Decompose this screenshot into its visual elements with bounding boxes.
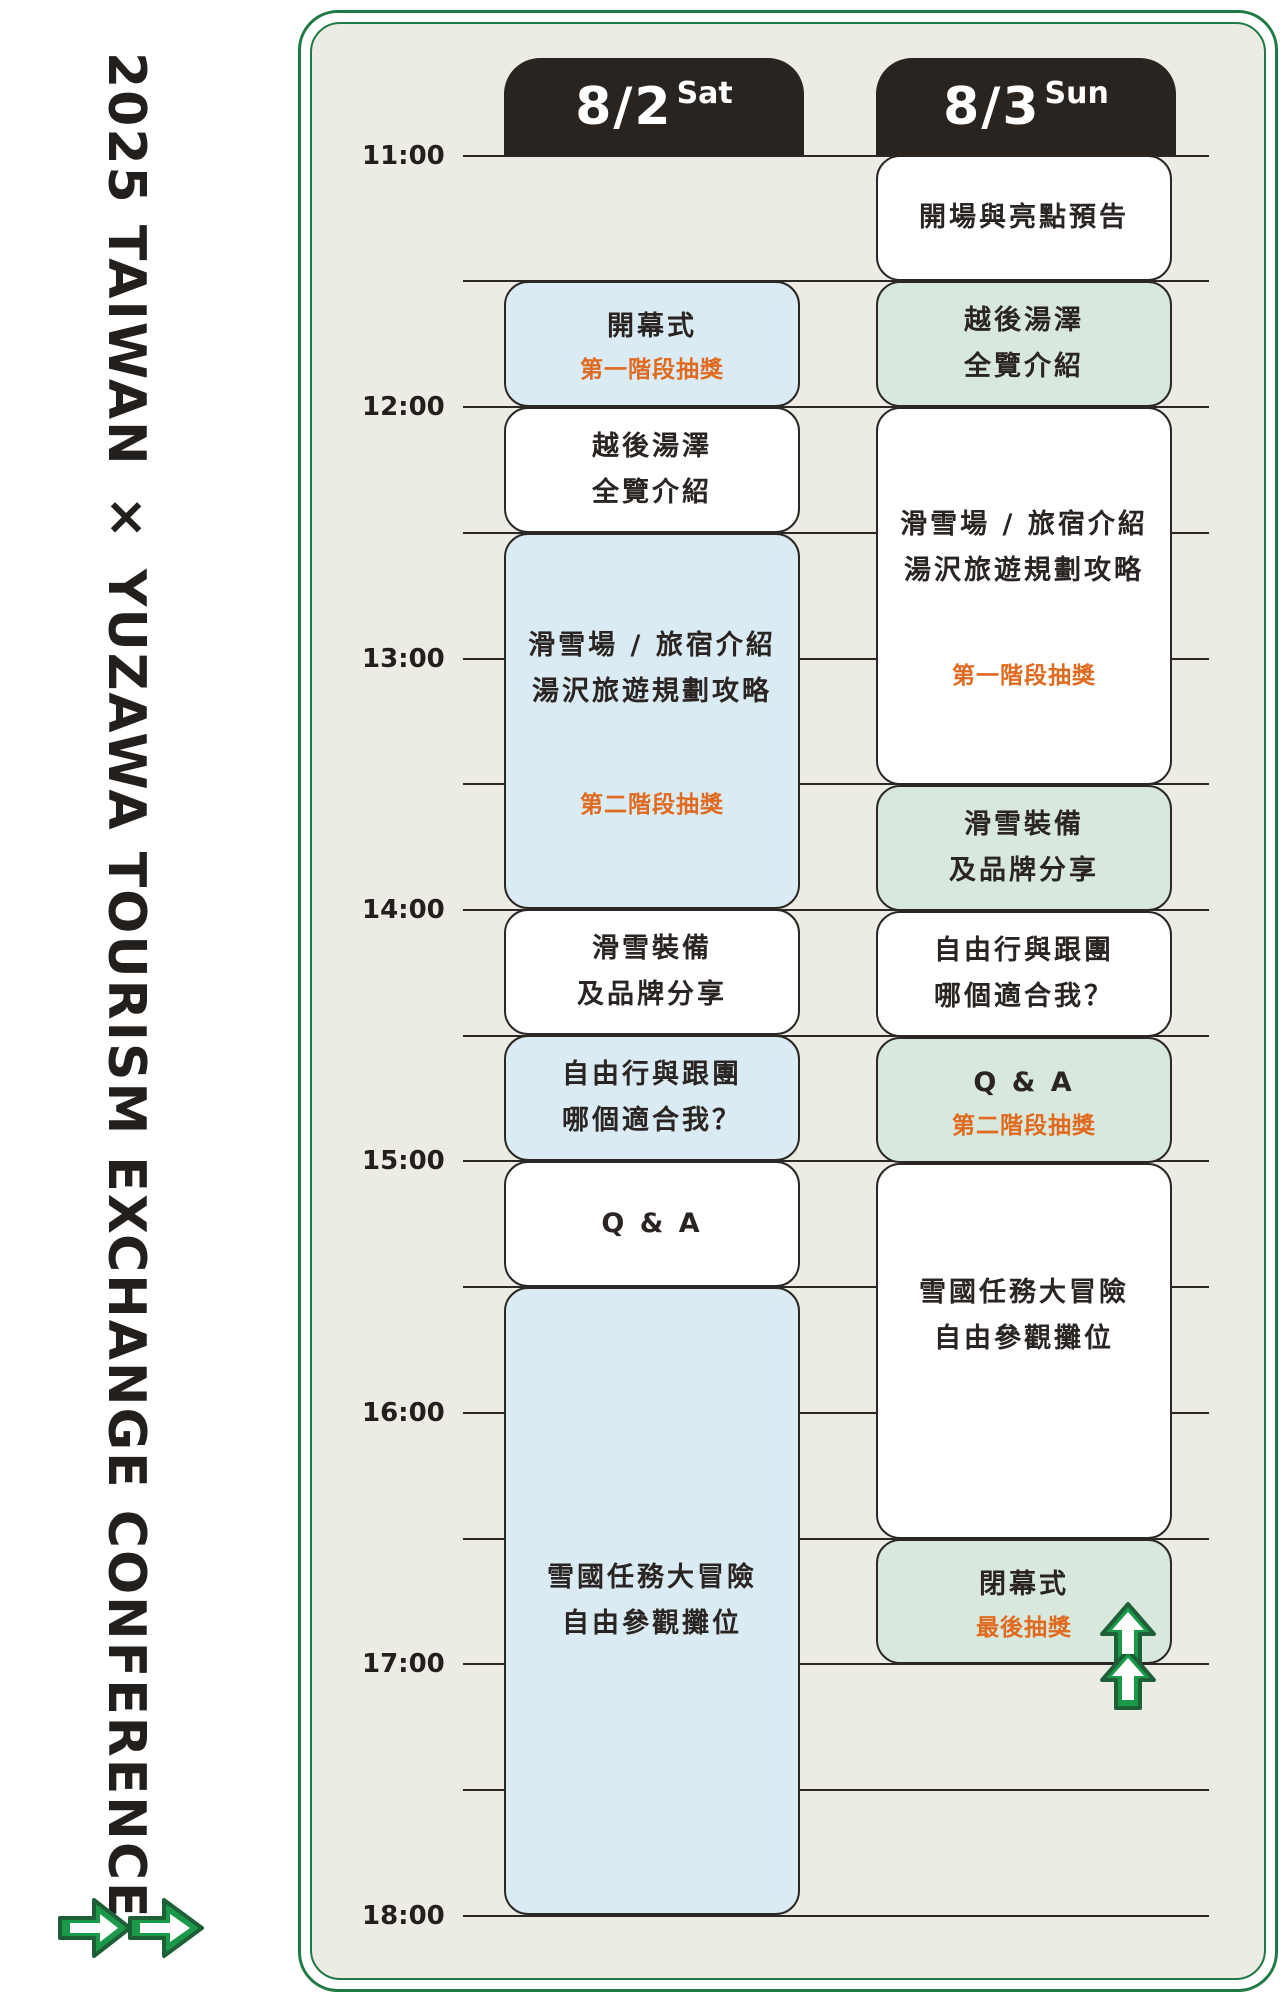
session-block: 滑雪場 / 旅宿介紹 湯沢旅遊規劃攻略 第一階段抽獎 xyxy=(876,407,1172,785)
day-date: 8/2 xyxy=(575,77,673,137)
page-title: 2025 TAIWAN × YUZAWA TOURISM EXCHANGE CO… xyxy=(96,52,156,1920)
grid-line xyxy=(463,1286,1209,1288)
session-title: Q & A xyxy=(973,1067,1075,1098)
time-label: 11:00 xyxy=(362,141,445,171)
grid-line xyxy=(463,1412,1209,1414)
session-title: 滑雪場 / 旅宿介紹 湯沢旅遊規劃攻略 xyxy=(900,509,1148,586)
grid-line xyxy=(463,1035,1209,1037)
day-date: 8/3 xyxy=(943,77,1041,137)
double-up-arrow-icon xyxy=(1100,1602,1156,1710)
session-block: 滑雪裝備 及品牌分享 xyxy=(504,909,800,1035)
grid-line xyxy=(463,1789,1209,1791)
session-prize: 第二階段抽獎 xyxy=(580,792,724,818)
grid-line xyxy=(463,658,1209,660)
grid-line xyxy=(463,783,1209,785)
day-weekday: Sun xyxy=(1044,75,1109,111)
time-label: 13:00 xyxy=(362,644,445,674)
session-prize: 最後抽獎 xyxy=(976,1614,1072,1641)
session-block: 雪國任務大冒險 自由參觀攤位 xyxy=(504,1287,800,1915)
session-block: 自由行與跟團 哪個適合我？ xyxy=(876,911,1172,1037)
day-weekday: Sat xyxy=(676,75,733,111)
session-title: 開場與亮點預告 xyxy=(919,202,1129,233)
session-title: Q & A xyxy=(601,1208,703,1239)
time-label: 17:00 xyxy=(362,1649,445,1679)
time-label: 14:00 xyxy=(362,895,445,925)
session-block: 越後湯澤 全覽介紹 xyxy=(504,407,800,533)
session-prize: 第二階段抽獎 xyxy=(952,1113,1096,1139)
session-title: 自由行與跟團 哪個適合我？ xyxy=(562,1059,742,1136)
session-block: 開場與亮點預告 xyxy=(876,155,1172,281)
time-label: 15:00 xyxy=(362,1146,445,1176)
session-block: Q & A xyxy=(504,1161,800,1287)
grid-line xyxy=(463,1663,1209,1665)
time-label: 18:00 xyxy=(362,1901,445,1931)
session-block: 雪國任務大冒險 自由參觀攤位 xyxy=(876,1163,1172,1539)
session-title: 雪國任務大冒險 自由參觀攤位 xyxy=(919,1277,1129,1354)
day-header-sat: 8/2 Sat xyxy=(504,58,804,156)
time-label: 12:00 xyxy=(362,392,445,422)
double-right-arrow-icon xyxy=(58,1898,204,1958)
grid-line xyxy=(463,406,1209,408)
day-header-sun: 8/3 Sun xyxy=(876,58,1176,156)
session-title: 越後湯澤 全覽介紹 xyxy=(964,305,1084,382)
session-title: 滑雪裝備 及品牌分享 xyxy=(949,809,1099,886)
grid-line xyxy=(463,1915,1209,1917)
session-block: 滑雪場 / 旅宿介紹 湯沢旅遊規劃攻略 第二階段抽獎 xyxy=(504,533,800,909)
session-block: 滑雪裝備 及品牌分享 xyxy=(876,785,1172,911)
grid-line xyxy=(463,532,1209,534)
session-title: 滑雪裝備 及品牌分享 xyxy=(577,933,727,1010)
session-prize: 第一階段抽獎 xyxy=(952,663,1096,689)
grid-line xyxy=(463,909,1209,911)
schedule-frame xyxy=(298,10,1278,1992)
session-title: 越後湯澤 全覽介紹 xyxy=(592,431,712,508)
session-block: 越後湯澤 全覽介紹 xyxy=(876,281,1172,407)
session-block: 自由行與跟團 哪個適合我？ xyxy=(504,1035,800,1161)
session-title: 閉幕式 xyxy=(979,1568,1069,1600)
session-title: 滑雪場 / 旅宿介紹 湯沢旅遊規劃攻略 xyxy=(528,630,776,707)
time-label: 16:00 xyxy=(362,1398,445,1428)
grid-line xyxy=(463,1160,1209,1162)
grid-line xyxy=(463,1538,1209,1540)
grid-line xyxy=(463,155,1209,157)
session-title: 開幕式 xyxy=(607,311,697,342)
grid-line xyxy=(463,280,1209,282)
session-title: 自由行與跟團 哪個適合我？ xyxy=(934,935,1114,1012)
session-prize: 第一階段抽獎 xyxy=(580,357,724,383)
session-block: 開幕式 第一階段抽獎 xyxy=(504,281,800,407)
session-block: Q & A 第二階段抽獎 xyxy=(876,1037,1172,1163)
session-title: 雪國任務大冒險 自由參觀攤位 xyxy=(547,1562,757,1639)
